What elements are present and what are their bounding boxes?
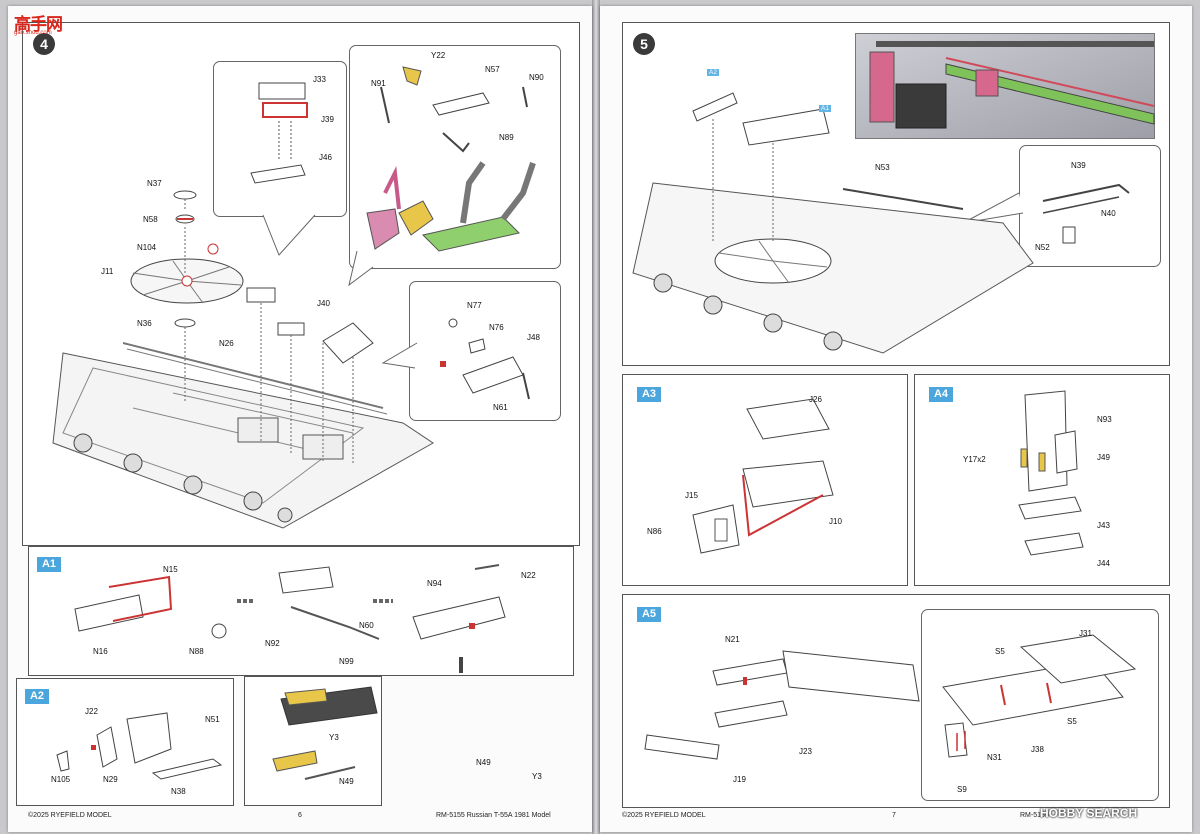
part-label: S5 <box>995 647 1005 656</box>
page-number: 7 <box>892 812 896 819</box>
footer-title: RM-5155 <box>1020 812 1049 819</box>
part-label: S9 <box>957 785 967 794</box>
subassembly-badge: A1 <box>37 557 61 572</box>
part-label: N16 <box>93 647 108 656</box>
part-label: N94 <box>427 579 442 588</box>
a1-detail-drawing <box>272 686 378 780</box>
part-label: Y3 <box>532 772 542 781</box>
part-label: S5 <box>1067 717 1077 726</box>
footer-copyright: ©2025 RYEFIELD MODEL <box>28 812 112 819</box>
part-label: N88 <box>189 647 204 656</box>
subassembly-a4-panel: A4 N93 J49 Y17x2 J43 J44 <box>914 374 1170 586</box>
part-label: Y22 <box>431 51 446 60</box>
part-label: J26 <box>809 395 822 404</box>
part-label: J23 <box>799 747 812 756</box>
part-label: N22 <box>521 571 536 580</box>
part-label: J19 <box>733 775 746 784</box>
part-label: J15 <box>685 491 698 500</box>
subassembly-badge: A5 <box>637 607 661 622</box>
a3-drawing <box>692 398 834 554</box>
part-label: N99 <box>339 657 354 666</box>
part-label: J49 <box>1097 453 1110 462</box>
reference-photo <box>855 33 1155 139</box>
a5-drawing <box>644 634 1137 760</box>
book-gutter <box>592 0 600 834</box>
part-label: N60 <box>359 621 374 630</box>
part-label: J10 <box>829 517 842 526</box>
part-label: J40 <box>317 299 330 308</box>
callout-n39 <box>1019 145 1161 267</box>
step-4-panel: 4 <box>22 22 580 546</box>
subassembly-a5-panel: A5 N21 J23 J19 J31 S5 S5 N31 J38 S9 <box>622 594 1170 808</box>
step-5-panel: 5 <box>622 22 1170 366</box>
part-label: J48 <box>527 333 540 342</box>
part-label: N86 <box>647 527 662 536</box>
part-label: J46 <box>319 153 332 162</box>
part-label: J43 <box>1097 521 1110 530</box>
part-label: J33 <box>313 75 326 84</box>
callout-n77 <box>409 281 561 421</box>
assembly-ref-tag: A1 <box>819 105 831 112</box>
a4-drawing <box>1018 390 1084 556</box>
part-label: N39 <box>1071 161 1086 170</box>
part-label: N92 <box>265 639 280 648</box>
part-label: N37 <box>147 179 162 188</box>
part-label: J38 <box>1031 745 1044 754</box>
part-label: N40 <box>1101 209 1116 218</box>
part-label: N15 <box>163 565 178 574</box>
part-label: N105 <box>51 775 71 784</box>
part-label: N77 <box>467 301 482 310</box>
footer-copyright: ©2025 RYEFIELD MODEL <box>622 812 706 819</box>
part-label: N51 <box>205 715 220 724</box>
subassembly-a3-panel: A3 J26 J15 N86 J10 <box>622 374 908 586</box>
part-label: N61 <box>493 403 508 412</box>
a2-drawing <box>56 712 223 780</box>
part-label: N38 <box>171 787 186 796</box>
subassembly-a2-panel: A2 J22 N51 N105 N29 N38 <box>16 678 234 806</box>
instruction-page-right: 5 <box>600 6 1192 832</box>
part-label: N91 <box>371 79 386 88</box>
part-label: Y3 <box>329 733 339 742</box>
part-label: N76 <box>489 323 504 332</box>
part-label: N57 <box>485 65 500 74</box>
part-label: Y17x2 <box>963 455 986 464</box>
part-label: N36 <box>137 319 152 328</box>
subassembly-badge: A4 <box>929 387 953 402</box>
part-label: N26 <box>219 339 234 348</box>
part-label: J44 <box>1097 559 1110 568</box>
footer-title: RM-5155 Russian T-55A 1981 Model <box>436 812 551 819</box>
a1-drawing <box>74 564 506 673</box>
part-label: N93 <box>1097 415 1112 424</box>
part-label: N58 <box>143 215 158 224</box>
part-label: N53 <box>875 163 890 172</box>
part-label: J22 <box>85 707 98 716</box>
subassembly-a1-panel: A1 N15 N16 N88 N92 N60 N99 N94 N22 <box>28 546 574 676</box>
subassembly-a1-detail-box: Y3 N49 <box>244 676 382 806</box>
subassembly-badge: A3 <box>637 387 661 402</box>
step-5-drawing <box>632 92 1130 354</box>
instruction-page-left: 4 <box>8 6 592 832</box>
assembly-ref-tag: A2 <box>707 69 719 76</box>
part-label: N90 <box>529 73 544 82</box>
step-4-drawing <box>52 66 536 529</box>
part-label: N29 <box>103 775 118 784</box>
part-label: J11 <box>101 267 114 276</box>
part-label: N104 <box>137 243 157 252</box>
step-number-badge: 5 <box>633 33 655 55</box>
part-label: N52 <box>1035 243 1050 252</box>
part-label: N49 <box>476 758 491 767</box>
hobby-search-watermark: HOBBY SEARCH <box>1040 806 1138 820</box>
part-label: N21 <box>725 635 740 644</box>
part-label: N89 <box>499 133 514 142</box>
watermark-logo: 高手网 gao.shou.com <box>14 15 63 36</box>
part-label: N31 <box>987 753 1002 762</box>
page-number: 6 <box>298 812 302 819</box>
part-label: N49 <box>339 777 354 786</box>
subassembly-badge: A2 <box>25 689 49 704</box>
part-label: J31 <box>1079 629 1092 638</box>
step-number-badge: 4 <box>33 33 55 55</box>
part-label: J39 <box>321 115 334 124</box>
